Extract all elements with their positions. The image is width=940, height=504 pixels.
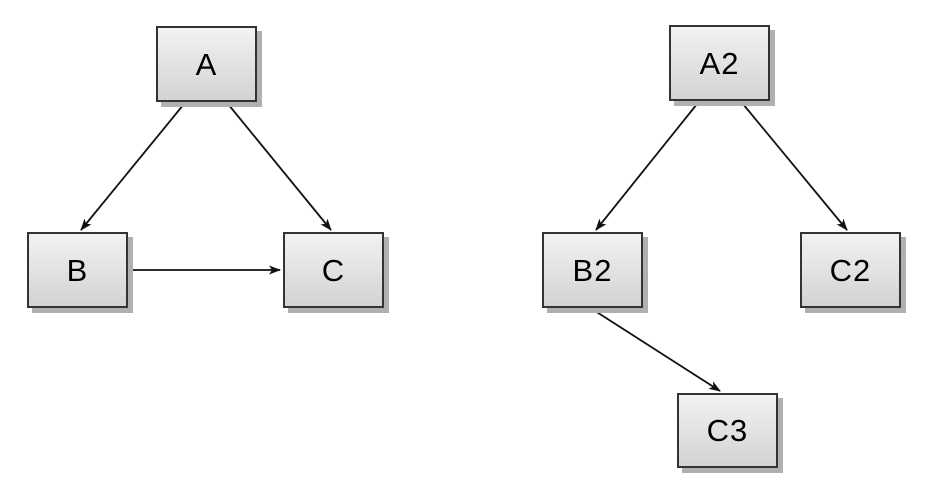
edge-A2-B2 (595, 103, 698, 231)
node-B2: B2 (542, 232, 643, 308)
node-label: B (66, 252, 89, 288)
node-label: A (195, 46, 218, 82)
node-label: B2 (572, 252, 613, 288)
node-A: A (156, 26, 257, 102)
node-label: C2 (829, 252, 872, 288)
node-C3: C3 (677, 393, 778, 468)
edge-A-B (80, 103, 185, 231)
node-label: C3 (706, 413, 749, 448)
node-C2: C2 (800, 232, 901, 308)
node-C: C (283, 232, 384, 308)
edge-A-C (227, 103, 332, 231)
node-B: B (27, 232, 128, 308)
edge-group (80, 103, 848, 392)
edge-B2-C3 (591, 308, 721, 392)
node-label: A2 (699, 45, 740, 81)
node-label: C (321, 252, 346, 288)
node-A2: A2 (669, 25, 770, 101)
edge-A2-C2 (742, 103, 848, 231)
